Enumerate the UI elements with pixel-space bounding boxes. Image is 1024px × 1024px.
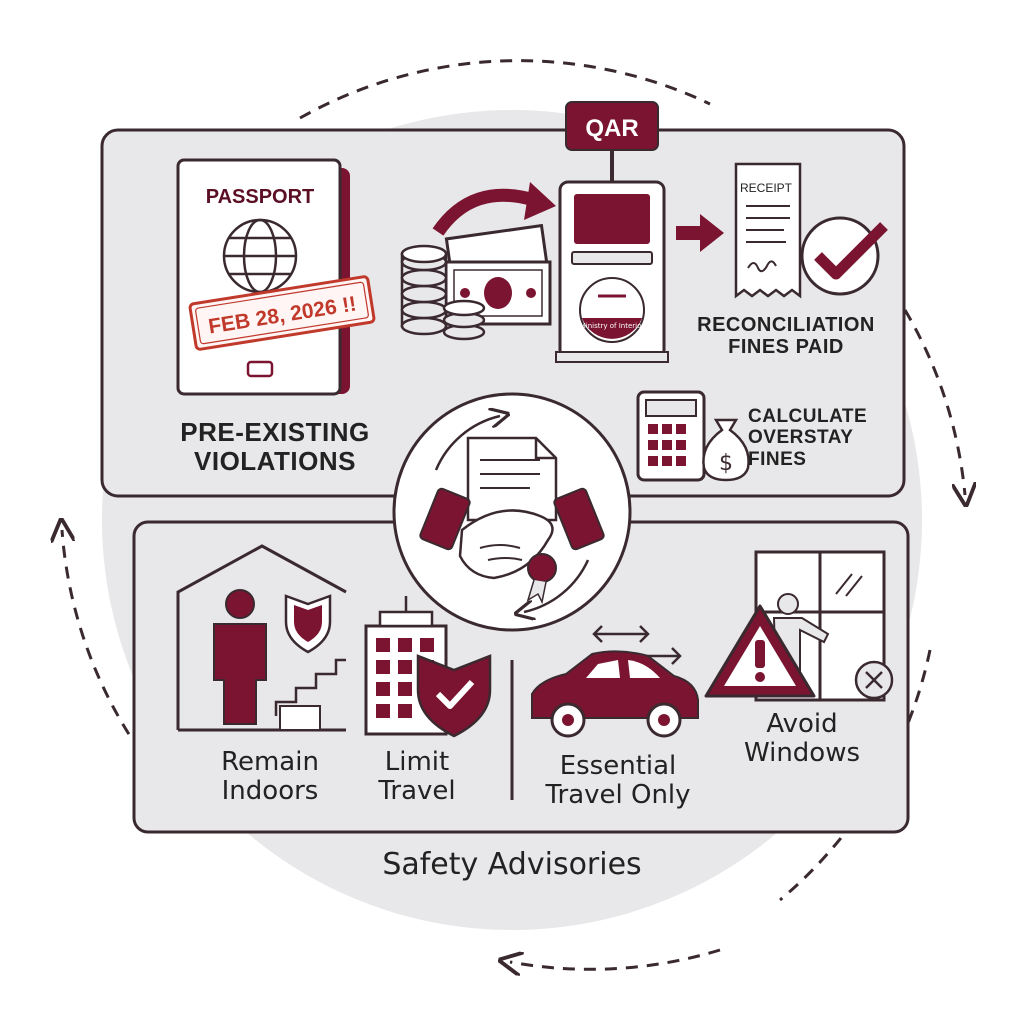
label-essential-travel-only: Essential Travel Only <box>545 751 691 811</box>
kiosk-emblem-text: Ministry of Interior <box>580 322 645 330</box>
receipt-icon: RECEIPT <box>734 162 802 299</box>
house-icon <box>176 544 347 732</box>
curved-arrow-icon <box>432 182 556 236</box>
checkmark-icon <box>800 216 888 296</box>
label-remain-indoors: Remain Indoors <box>221 747 319 807</box>
passport-chip-icon <box>246 360 274 378</box>
passport-icon: PASSPORT <box>176 158 350 396</box>
payment-kiosk-icon: QAR Ministry of Interior <box>555 101 669 363</box>
label-pre-existing-violations: PRE-EXISTING VIOLATIONS <box>180 417 370 477</box>
shield-check-icon <box>416 654 492 738</box>
right-arrow-icon <box>676 214 724 252</box>
shield-icon <box>284 594 332 654</box>
cycle-arrows-icon <box>434 416 590 612</box>
calculator-icon <box>636 390 706 482</box>
label-reconciliation-fines-paid: RECONCILIATION FINES PAID <box>697 314 875 359</box>
money-bag-icon: $ <box>702 418 750 482</box>
date-stamp-icon: FEB 28, 2026 !! <box>188 275 376 351</box>
label-limit-travel: Limit Travel <box>378 747 456 807</box>
car-icon <box>531 650 699 738</box>
label-safety-advisories: Safety Advisories <box>382 847 642 882</box>
svg-text:$: $ <box>719 451 733 476</box>
kiosk-currency-sign: QAR <box>585 115 638 142</box>
warning-triangle-icon <box>704 604 816 698</box>
close-circle-icon <box>854 660 894 700</box>
person-icon <box>213 589 267 725</box>
receipt-title: RECEIPT <box>740 181 793 195</box>
label-calculate-overstay-fines: CALCULATE OVERSTAY FINES <box>748 406 868 470</box>
coins-icon <box>400 244 486 341</box>
label-avoid-windows: Avoid Windows <box>743 709 861 769</box>
passport-title: PASSPORT <box>206 186 315 208</box>
handshake-agreement-icon <box>419 436 605 605</box>
